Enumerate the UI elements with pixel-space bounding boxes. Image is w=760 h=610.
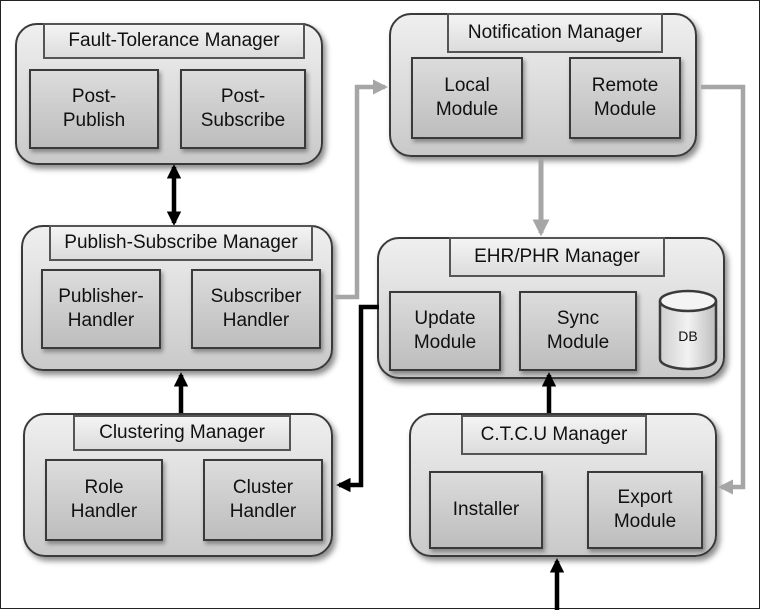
cluster-handler-module: Cluster Handler (203, 459, 323, 541)
remote-module: Remote Module (569, 57, 681, 139)
publish-subscribe-manager-title: Publish-Subscribe Manager (49, 225, 313, 261)
installer-module: Installer (429, 471, 543, 549)
sync-module: Sync Module (519, 291, 637, 371)
ctcu-manager-title: C.T.C.U Manager (461, 415, 647, 455)
clustering-manager-title: Clustering Manager (73, 415, 291, 451)
remote-to-ctcu-arrow (701, 84, 746, 495)
clustering-manager: Clustering Manager Role Handler Cluster … (23, 413, 333, 557)
ehr-to-clustering-arrow (336, 304, 379, 493)
publisher-handler-module: Publisher- Handler (41, 269, 161, 349)
post-publish-module: Post- Publish (29, 69, 159, 149)
ctcu-manager: C.T.C.U Manager Installer Export Module (409, 413, 717, 557)
subscriber-handler-module: Subscriber Handler (191, 269, 321, 349)
ehr-phr-manager: EHR/PHR Manager Update Module Sync Modul… (377, 237, 725, 379)
update-module: Update Module (389, 291, 501, 371)
fault-tolerance-manager-title: Fault-Tolerance Manager (43, 23, 305, 59)
notification-manager-title: Notification Manager (447, 13, 663, 53)
db-label: DB (678, 328, 697, 344)
role-handler-module: Role Handler (45, 459, 163, 541)
publish-subscribe-manager: Publish-Subscribe Manager Publisher- Han… (21, 225, 333, 371)
post-subscribe-module: Post- Subscribe (180, 69, 306, 149)
ehr-phr-manager-title: EHR/PHR Manager (449, 237, 665, 277)
pubsub-to-notification-arrow (335, 79, 389, 300)
local-module: Local Module (411, 57, 523, 139)
database-icon: DB (658, 289, 718, 371)
export-module: Export Module (587, 471, 703, 549)
notification-manager: Notification Manager Local Module Remote… (389, 13, 697, 157)
fault-tolerance-manager: Fault-Tolerance Manager Post- Publish Po… (15, 23, 323, 165)
